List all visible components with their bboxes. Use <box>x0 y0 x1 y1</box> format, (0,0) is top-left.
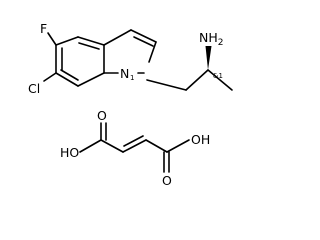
structure-canvas: F Cl N 1 NH2 &1 HO O OH O <box>28 21 233 188</box>
bond-c2-n1 <box>148 41 157 63</box>
amine-label: NH2 <box>199 30 223 48</box>
bond-c4-oh <box>166 139 190 153</box>
fluorine-label: F <box>40 21 47 36</box>
bond-oh-c1 <box>79 139 102 153</box>
bond-ch2-chiral <box>185 69 209 91</box>
stereo-descriptor-label: &1 <box>213 72 223 80</box>
pyrrole-ring <box>103 29 157 74</box>
bond-n1-ch2 <box>146 79 187 91</box>
bond-c5-c4 <box>55 36 79 46</box>
right-carbonyl-oxygen-label: O <box>162 173 172 188</box>
bond-c2-c3 <box>122 139 147 153</box>
aminopropyl-chain <box>146 46 233 91</box>
bond-c7-c6-inner <box>60 69 79 81</box>
bond-c3-c2 <box>130 29 157 43</box>
substituent-bonds <box>43 32 57 82</box>
bond-chiral-methyl <box>207 69 233 91</box>
bond-c4-c3a-inner <box>78 42 100 50</box>
right-hydroxyl-label: OH <box>191 132 210 147</box>
amine-main-label: NH <box>199 30 218 45</box>
left-hydroxyl-label: HO <box>60 145 79 160</box>
atom-labels: F Cl N 1 NH2 &1 <box>28 21 223 96</box>
chlorine-label: Cl <box>28 81 40 96</box>
ring-nitrogen-label: N <box>120 66 129 81</box>
bond-c3a-c3 <box>103 29 132 46</box>
wedge-bond-amine <box>205 46 212 70</box>
chemical-structure-drawing: F Cl N 1 NH2 &1 HO O OH O <box>28 21 233 188</box>
bond-c2-c3-inner <box>123 135 144 147</box>
amine-subscript-label: 2 <box>218 38 224 48</box>
bond-c1-c2 <box>100 139 124 153</box>
left-carbonyl-oxygen-label: O <box>97 108 107 123</box>
benzene-ring <box>55 36 105 87</box>
bond-c7-c6 <box>55 72 79 87</box>
ring-nitrogen-index-label: 1 <box>130 74 134 82</box>
bond-c6-cl <box>43 72 57 82</box>
bond-c7a-c7 <box>77 72 105 87</box>
fumaric-acid: HO O OH O <box>60 108 210 188</box>
bond-c3-c4 <box>145 139 168 153</box>
bond-c5-f <box>47 32 57 46</box>
bond-c4-c3a <box>77 36 105 46</box>
bond-c3-c2-inner <box>133 36 154 47</box>
